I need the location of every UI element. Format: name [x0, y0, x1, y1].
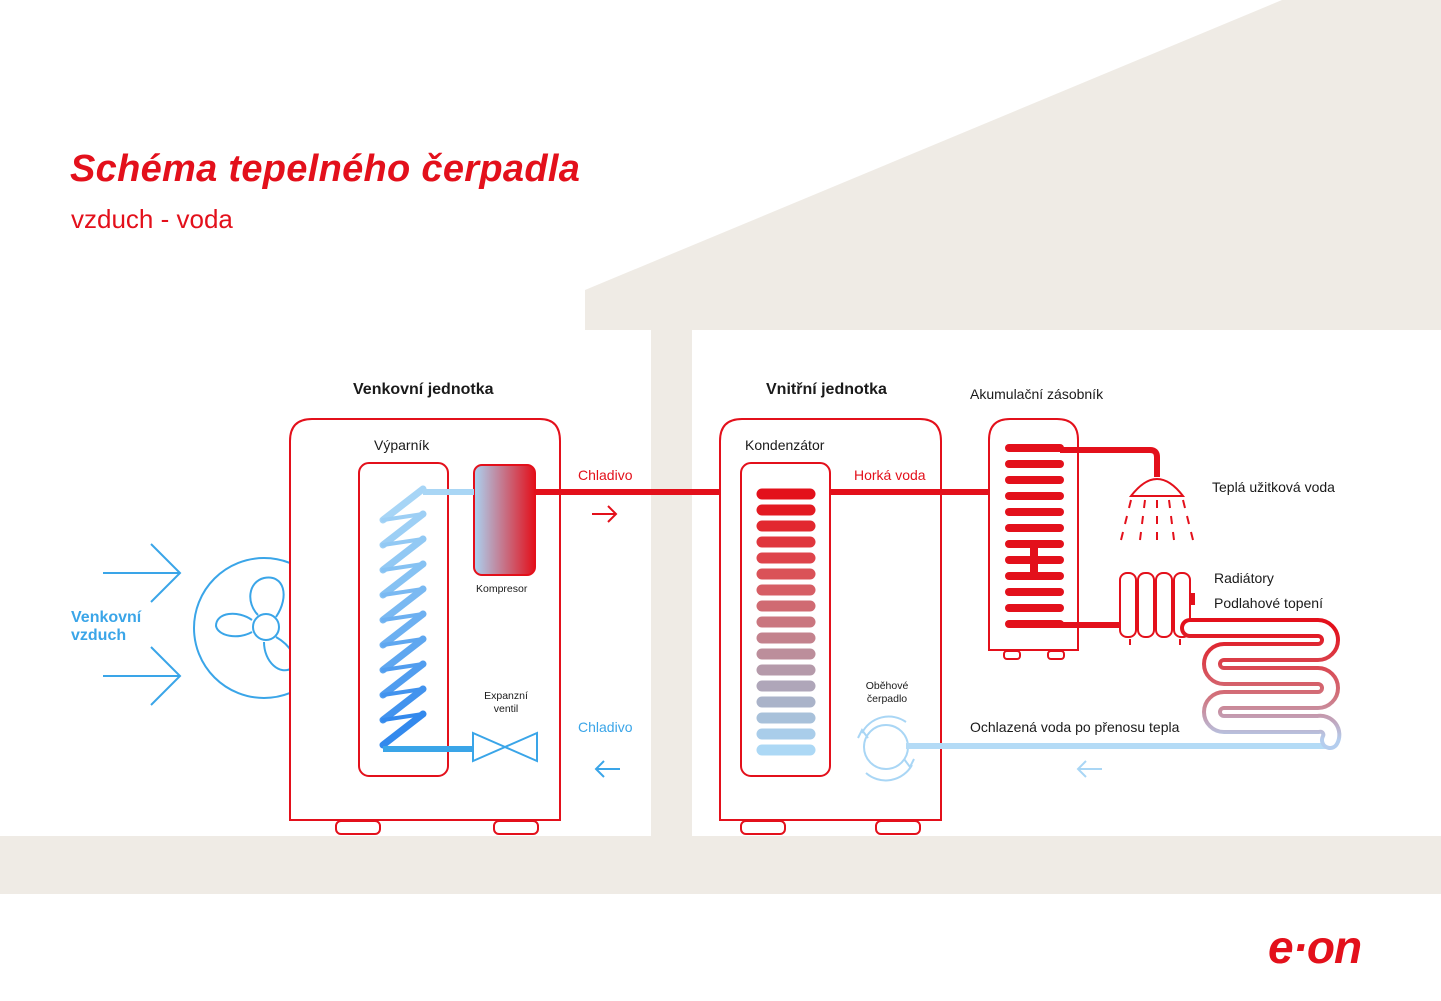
storage-tank — [988, 418, 1079, 660]
refrigerant-hot-label: Chladivo — [578, 467, 633, 483]
expansion-valve-label-line2: ventil — [493, 703, 519, 715]
shower-icon — [1120, 478, 1194, 541]
arrow-left-icon — [594, 760, 1102, 778]
radiator-icon — [1119, 572, 1195, 645]
evaporator-label: Výparník — [374, 437, 430, 453]
outdoor-air-label-line1: Venkovní — [71, 609, 142, 626]
hot-water-supply-pipe — [1060, 447, 1160, 477]
evaporator-coil — [379, 485, 427, 749]
expansion-valve-icon — [472, 731, 538, 763]
eon-logo: e·on — [1268, 921, 1362, 973]
condenser-coil — [756, 488, 816, 756]
indoor-unit-title: Vnitřní jednotka — [766, 381, 887, 398]
cooled-water-label: Ochlazená voda po přenosu tepla — [970, 719, 1180, 735]
outdoor-air-arrows — [103, 543, 182, 706]
circulation-pump-label-line2: čerpadlo — [866, 693, 908, 705]
storage-tank-label: Akumulační zásobník — [970, 386, 1104, 402]
outdoor-air-label: Venkovní vzduch — [71, 609, 141, 645]
outdoor-unit-title: Venkovní jednotka — [353, 381, 494, 398]
condenser-label: Kondenzátor — [745, 437, 825, 453]
radiators-label: Radiátory — [1214, 570, 1274, 586]
house-background — [0, 0, 1441, 894]
circulation-pump-label: Oběhové čerpadlo — [856, 680, 918, 706]
circulation-pump-icon — [857, 715, 915, 782]
compressor-icon — [473, 464, 536, 576]
diagram-subtitle: vzduch - voda — [71, 204, 233, 234]
floor-heating-coil-icon — [1180, 618, 1342, 750]
diagram-title: Schéma tepelného čerpadla — [70, 148, 581, 190]
hot-water-label: Horká voda — [854, 467, 926, 483]
circulation-pump-label-line1: Oběhové — [865, 680, 909, 692]
refrigerant-cold-label: Chladivo — [578, 719, 633, 735]
domestic-hot-water-label: Teplá užitková voda — [1212, 479, 1335, 495]
outdoor-air-label-line2: vzduch — [71, 627, 127, 644]
expansion-valve-label-line1: Expanzní — [484, 690, 528, 702]
compressor-label: Kompresor — [476, 583, 528, 595]
floor-heating-label: Podlahové topení — [1214, 595, 1323, 611]
expansion-valve-label: Expanzní ventil — [476, 690, 536, 716]
